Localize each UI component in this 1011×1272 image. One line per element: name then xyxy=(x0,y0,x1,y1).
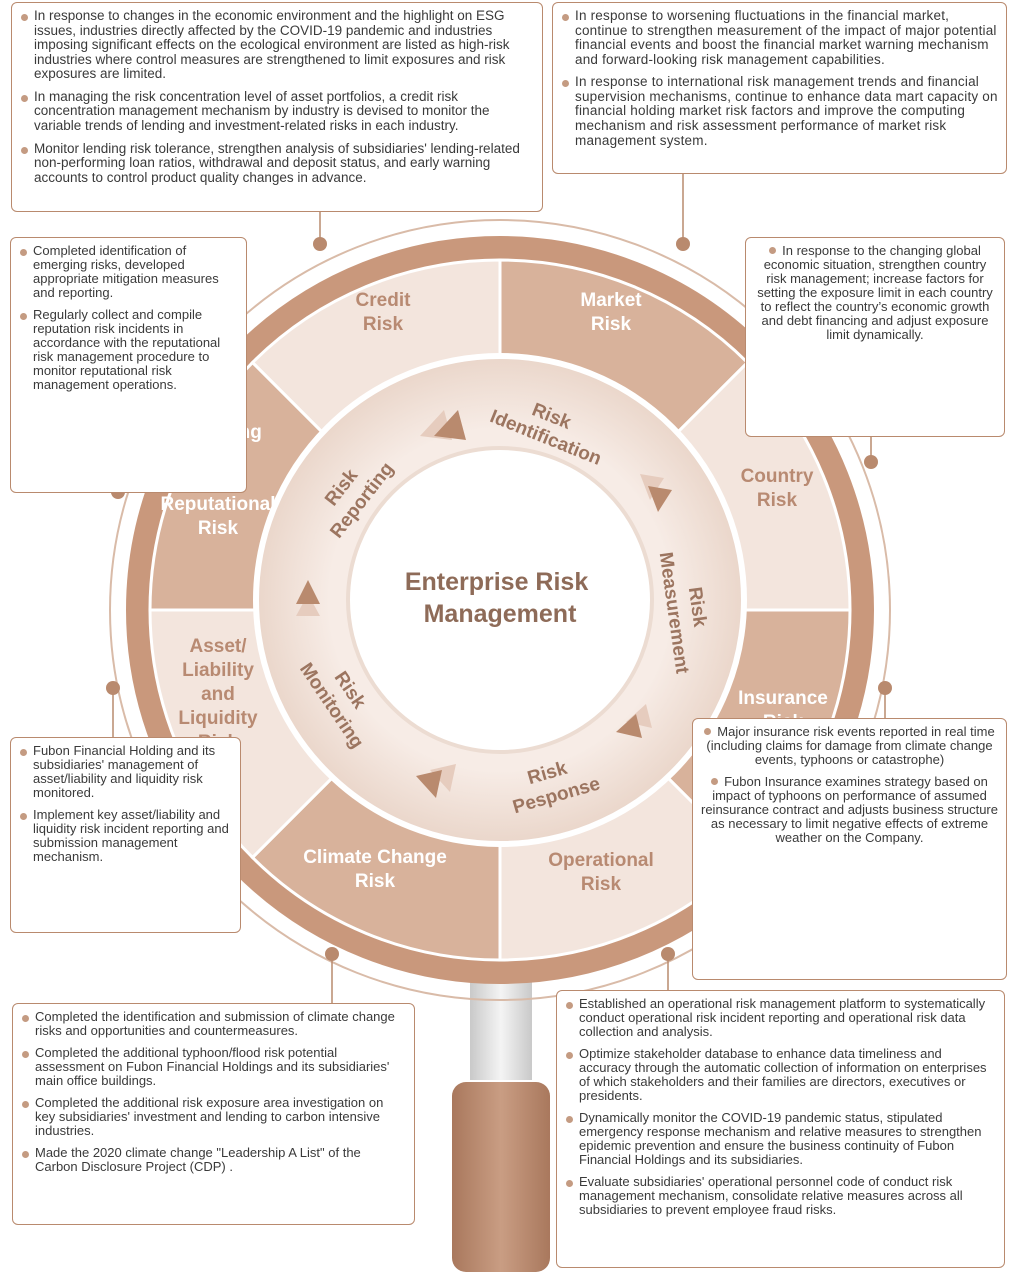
emerging-risk-box: Completed identification of emerging ris… xyxy=(10,237,247,493)
bullet-item: Completed the identification and submiss… xyxy=(21,1009,406,1038)
bullet-item: Completed the additional typhoon/flood r… xyxy=(21,1046,406,1088)
bullet-item: Fubon Financial Holding and its subsidia… xyxy=(19,743,232,800)
bullet-item: In response to changes in the economic e… xyxy=(20,8,534,82)
bullet-item: Optimize stakeholder database to enhance… xyxy=(565,1047,996,1103)
bullet-item: Implement key asset/liability and liquid… xyxy=(19,808,232,864)
bullet-item: Fubon Insurance examines strategy based … xyxy=(701,774,998,846)
bullet-item: In response to international risk manage… xyxy=(561,75,998,148)
bullet-item: Established an operational risk manageme… xyxy=(565,996,996,1039)
bullet-item: Made the 2020 climate change "Leadership… xyxy=(21,1146,406,1174)
market-risk-box: In response to worsening fluctuations in… xyxy=(552,2,1007,174)
operational-risk-box: Established an operational risk manageme… xyxy=(556,990,1005,1268)
bullet-item: Dynamically monitor the COVID-19 pandemi… xyxy=(565,1111,996,1167)
center-title: Enterprise Risk Management xyxy=(405,568,595,628)
bullet-item: In managing the risk concentration level… xyxy=(20,89,534,134)
arrow-icon xyxy=(420,410,466,440)
bullet-item: Major insurance risk events reported in … xyxy=(701,724,998,767)
outer-thin-ring xyxy=(109,219,891,1001)
credit-risk-box: In response to changes in the economic e… xyxy=(11,2,543,212)
bullet-item: Monitor lending risk tolerance, strength… xyxy=(20,141,534,186)
bullet-item: Completed the additional risk exposure a… xyxy=(21,1096,406,1138)
arrow-icon xyxy=(640,474,672,512)
climate-risk-box: Completed the identification and submiss… xyxy=(12,1003,415,1225)
arrow-icon xyxy=(616,704,652,738)
bullet-item: Completed identification of emerging ris… xyxy=(19,243,238,300)
center-disc xyxy=(346,446,654,754)
insurance-risk-box: Major insurance risk events reported in … xyxy=(692,718,1007,980)
outer-thick-ring xyxy=(126,236,874,984)
process-arrows xyxy=(296,410,672,798)
asset-liability-box: Fubon Financial Holding and its subsidia… xyxy=(10,737,241,933)
arrow-icon xyxy=(416,764,456,798)
bullet-item: In response to the changing global econo… xyxy=(754,243,996,342)
country-risk-box: In response to the changing global econo… xyxy=(745,237,1005,437)
bullet-item: Regularly collect and compile reputation… xyxy=(19,308,238,392)
connector-lines xyxy=(112,174,886,1003)
bullet-item: Evaluate subsidiaries' operational perso… xyxy=(565,1175,996,1217)
arrow-icon xyxy=(296,580,320,616)
bullet-item: In response to worsening fluctuations in… xyxy=(561,8,998,67)
